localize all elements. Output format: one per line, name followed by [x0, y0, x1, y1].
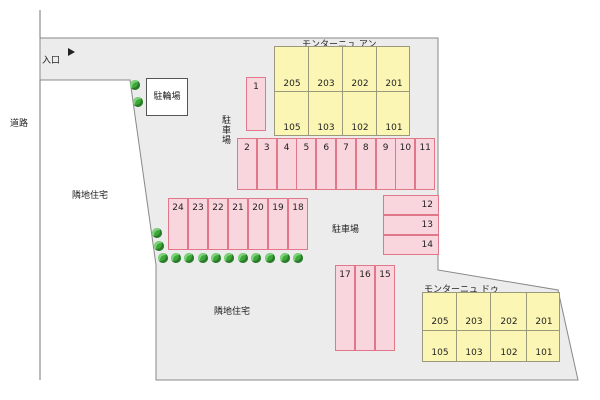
- tree-icon: [133, 97, 143, 107]
- tree-icon: [154, 241, 164, 251]
- parking-slot-24: 24: [168, 198, 188, 250]
- building-b-unit: 102: [500, 348, 518, 358]
- tree-icon: [198, 253, 208, 263]
- parking-slot-8: 8: [355, 138, 376, 190]
- parking-slot-4: 4: [276, 138, 297, 190]
- parking-slot-7: 7: [336, 138, 356, 190]
- parking-slot-13: 13: [383, 215, 439, 235]
- building-b-unit: 105: [431, 348, 449, 358]
- parking-slot-22: 22: [208, 198, 228, 250]
- building-b-unit: 101: [535, 348, 553, 358]
- bicycle-parking-label: 駐輪場: [153, 92, 181, 102]
- building-a-unit: 102: [351, 123, 369, 133]
- tree-icon: [152, 228, 162, 238]
- tree-icon: [293, 253, 303, 263]
- parking-slot-15: 15: [375, 265, 395, 351]
- building-a-unit: 202: [351, 79, 369, 89]
- parking-slot-11: 11: [415, 138, 436, 190]
- bicycle-parking: 駐輪場: [146, 78, 188, 116]
- building-a-unit: 105: [283, 123, 301, 133]
- parking-slot-14: 14: [383, 235, 439, 255]
- parking-center-label: 駐車場: [332, 225, 360, 235]
- building-a-unit: 205: [283, 79, 301, 89]
- tree-icon: [224, 253, 234, 263]
- tree-icon: [265, 253, 275, 263]
- building-b-unit: 202: [500, 317, 518, 327]
- parking-slot-21: 21: [228, 198, 248, 250]
- parking-slot-1: 1: [246, 77, 266, 131]
- tree-icon: [158, 253, 168, 263]
- tree-icon: [211, 253, 221, 263]
- road-label: 道路: [10, 119, 29, 129]
- building-a-name: モンターニュ アン: [302, 40, 377, 50]
- tree-icon: [130, 80, 140, 90]
- building-a-unit: 201: [385, 79, 403, 89]
- building-b-name: モンターニュ ドゥ: [424, 285, 499, 295]
- building-a-unit: 103: [317, 123, 335, 133]
- parking-slot-10: 10: [395, 138, 416, 190]
- entrance-label: 入口: [42, 56, 61, 66]
- building-b-unit: 203: [465, 317, 483, 327]
- parking-slot-6: 6: [316, 138, 337, 190]
- building-b-unit: 205: [431, 317, 449, 327]
- building-b-unit: 103: [465, 348, 483, 358]
- tree-icon: [251, 253, 261, 263]
- building-a-unit: 101: [385, 123, 403, 133]
- entrance-arrow-icon: [68, 48, 75, 56]
- parking-slot-16: 16: [355, 265, 375, 351]
- parking-slot-17: 17: [335, 265, 355, 351]
- parking-slot-20: 20: [248, 198, 268, 250]
- parking-slot-5: 5: [296, 138, 317, 190]
- tree-icon: [184, 253, 194, 263]
- parking-vertical-label: 駐 車 場: [222, 116, 232, 146]
- parking-slot-19: 19: [268, 198, 288, 250]
- building-b: 205 203 202 201 105 103 102 101: [422, 292, 560, 362]
- tree-icon: [238, 253, 248, 263]
- neighbor-house-left-label: 隣地住宅: [72, 191, 109, 201]
- parking-slot-23: 23: [188, 198, 208, 250]
- parking-slot-18: 18: [288, 198, 308, 250]
- tree-icon: [280, 253, 290, 263]
- parking-slot-3: 3: [256, 138, 277, 190]
- building-a: 205 203 202 201 105 103 102 101: [274, 46, 410, 136]
- parking-slot-12: 12: [383, 195, 439, 215]
- parking-slot-9: 9: [375, 138, 396, 190]
- neighbor-house-bottom-label: 隣地住宅: [214, 307, 251, 317]
- building-a-unit: 203: [317, 79, 335, 89]
- building-b-unit: 201: [535, 317, 553, 327]
- tree-icon: [171, 253, 181, 263]
- parking-slot-2: 2: [237, 138, 257, 190]
